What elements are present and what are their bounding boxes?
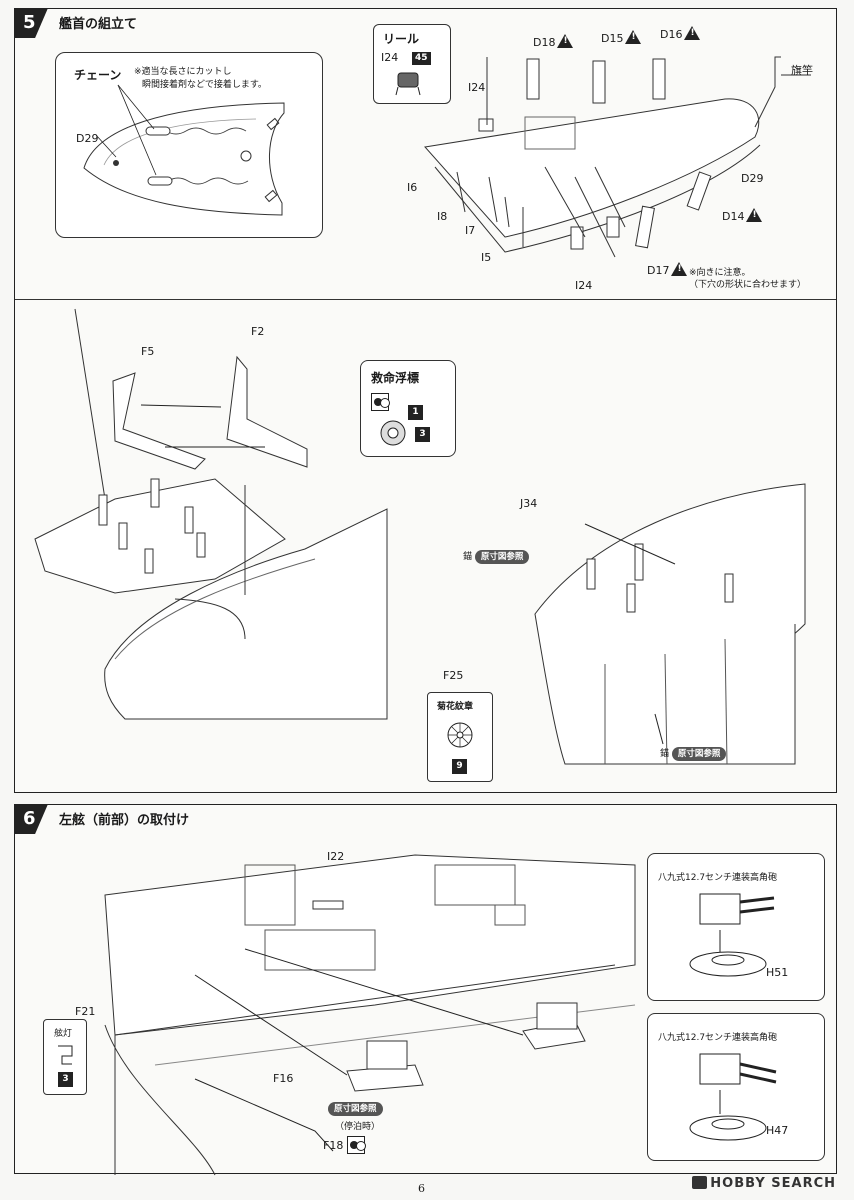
reel-drawing bbox=[395, 72, 421, 96]
part-i22: I22 bbox=[327, 850, 345, 863]
side-light-decal: 3 bbox=[58, 1072, 73, 1087]
part-i6: I6 bbox=[407, 181, 418, 194]
part-d14: D14 bbox=[722, 208, 763, 223]
chrysanthemum-label: 菊花紋章 bbox=[437, 702, 474, 712]
warning-icon bbox=[625, 30, 642, 44]
lifebuoy-callout: 救命浮標 1 3 bbox=[360, 360, 456, 457]
step-6-panel: 6 左舷（前部）の取付け I22 F21 F16 F18 原寸図参照 （停泊時） bbox=[14, 804, 837, 1176]
gun-callout-h51: 八九式12.7センチ連装高角砲 H51 bbox=[647, 853, 825, 1001]
gun-callout-h47: 八九式12.7センチ連装高角砲 H47 bbox=[647, 1013, 825, 1161]
part-d14-text: D14 bbox=[722, 210, 745, 223]
watermark-text: HOBBY SEARCH bbox=[710, 1176, 836, 1191]
warning-icon bbox=[671, 262, 688, 276]
step-5-number: 5 bbox=[14, 8, 48, 38]
gun-part-1: H51 bbox=[766, 966, 789, 979]
watermark: HOBBY SEARCH bbox=[692, 1176, 836, 1191]
lifebuoy-ring-drawing bbox=[380, 420, 406, 446]
chain-note-line-2: 瞬間接着剤などで接着します。 bbox=[142, 80, 267, 90]
side-light-icon bbox=[58, 1045, 73, 1065]
part-d15: D15 bbox=[601, 30, 642, 45]
part-j34: J34 bbox=[520, 497, 538, 510]
part-i24-bottom: I24 bbox=[575, 279, 593, 292]
bow-deck-exploded-drawing bbox=[424, 56, 811, 258]
part-f18: F18 bbox=[323, 1139, 344, 1152]
part-i24-top: I24 bbox=[468, 81, 486, 94]
step-5-panel: 5 艦首の組立て チェーン ※適当な長さにカットし 瞬間接着剤などで接着します。… bbox=[14, 8, 837, 793]
step-6-title: 左舷（前部）の取付け bbox=[59, 813, 190, 828]
part-f21: F21 bbox=[75, 1005, 96, 1018]
reel-part-number: I24 bbox=[381, 51, 399, 64]
reel-label: リール bbox=[383, 32, 420, 46]
chrysanthemum-crest-icon bbox=[447, 722, 473, 748]
part-d29-right: D29 bbox=[741, 172, 764, 185]
anchor-label-bottom: 錨 原寸図参照 bbox=[660, 746, 727, 761]
chain-deck-drawing bbox=[83, 84, 285, 216]
flagpole-label: 旗竿 bbox=[791, 64, 813, 77]
step-5-title: 艦首の組立て bbox=[59, 17, 138, 32]
moored-note: （停泊時） bbox=[335, 1122, 381, 1132]
part-i5: I5 bbox=[481, 251, 492, 264]
reel-badge: 45 bbox=[412, 52, 431, 65]
f18-decal-icon bbox=[347, 1136, 366, 1154]
part-f2: F2 bbox=[251, 325, 265, 338]
twin-gun-mount-drawing-1 bbox=[689, 893, 775, 977]
anchor-ref-pill-1: 原寸図参照 bbox=[474, 550, 530, 564]
gun-label-2: 八九式12.7センチ連装高角砲 bbox=[658, 1033, 778, 1043]
anchor-label-2: 錨 bbox=[660, 749, 670, 759]
chrysanthemum-decal: 9 bbox=[452, 759, 467, 774]
part-d29-left: D29 bbox=[76, 132, 99, 145]
warning-icon bbox=[684, 26, 701, 40]
warning-icon bbox=[557, 34, 574, 48]
d17-note-line-1: ※向きに注意。 bbox=[689, 268, 751, 278]
bow-hull-assembly-drawing bbox=[34, 308, 388, 720]
lifebuoy-decal-1: 1 bbox=[408, 405, 423, 420]
chain-label: チェーン bbox=[74, 68, 122, 82]
part-d18: D18 bbox=[533, 34, 574, 49]
port-side-hull-drawing bbox=[104, 854, 636, 1176]
part-i7: I7 bbox=[465, 224, 476, 237]
anchor-label-1: 錨 bbox=[463, 552, 473, 562]
part-f16: F16 bbox=[273, 1072, 294, 1085]
step-5-divider bbox=[15, 299, 836, 300]
side-light-callout: 舷灯 3 bbox=[43, 1019, 87, 1095]
gun-part-2: H47 bbox=[766, 1124, 789, 1137]
twin-gun-mount-drawing-2 bbox=[689, 1053, 777, 1141]
part-i8: I8 bbox=[437, 210, 448, 223]
part-f25: F25 bbox=[443, 669, 464, 682]
chrysanthemum-callout: 菊花紋章 9 bbox=[427, 692, 493, 782]
part-f5: F5 bbox=[141, 345, 155, 358]
part-d16-text: D16 bbox=[660, 28, 683, 41]
lifebuoy-label: 救命浮標 bbox=[371, 371, 420, 385]
reel-callout: リール I24 45 bbox=[373, 24, 451, 104]
watermark-logo-icon bbox=[692, 1176, 708, 1189]
ref-pill-wrap: 原寸図参照 bbox=[328, 1102, 383, 1116]
side-light-label: 舷灯 bbox=[54, 1029, 73, 1039]
lifebuoy-decal-3: 3 bbox=[415, 427, 430, 442]
d17-note-line-2: （下穴の形状に合わせます） bbox=[689, 280, 807, 290]
part-d17-text: D17 bbox=[647, 264, 670, 277]
step-6-number: 6 bbox=[14, 804, 48, 834]
part-d15-text: D15 bbox=[601, 32, 624, 45]
chain-detail-callout: チェーン ※適当な長さにカットし 瞬間接着剤などで接着します。 D29 bbox=[55, 52, 323, 238]
ref-pill: 原寸図参照 bbox=[328, 1102, 383, 1116]
page-number: 6 bbox=[418, 1182, 425, 1195]
gun-label-1: 八九式12.7センチ連装高角砲 bbox=[658, 873, 778, 883]
part-d18-text: D18 bbox=[533, 36, 556, 49]
anchor-label-top: 錨 原寸図参照 bbox=[463, 549, 530, 564]
anchor-ref-pill-2: 原寸図参照 bbox=[671, 747, 727, 761]
part-d17: D17 bbox=[647, 262, 688, 277]
part-d16: D16 bbox=[660, 26, 701, 41]
decal-icon bbox=[371, 393, 390, 411]
chain-note-line-1: ※適当な長さにカットし bbox=[134, 67, 232, 77]
warning-icon bbox=[746, 208, 763, 222]
assembled-bow-drawing bbox=[534, 483, 806, 765]
